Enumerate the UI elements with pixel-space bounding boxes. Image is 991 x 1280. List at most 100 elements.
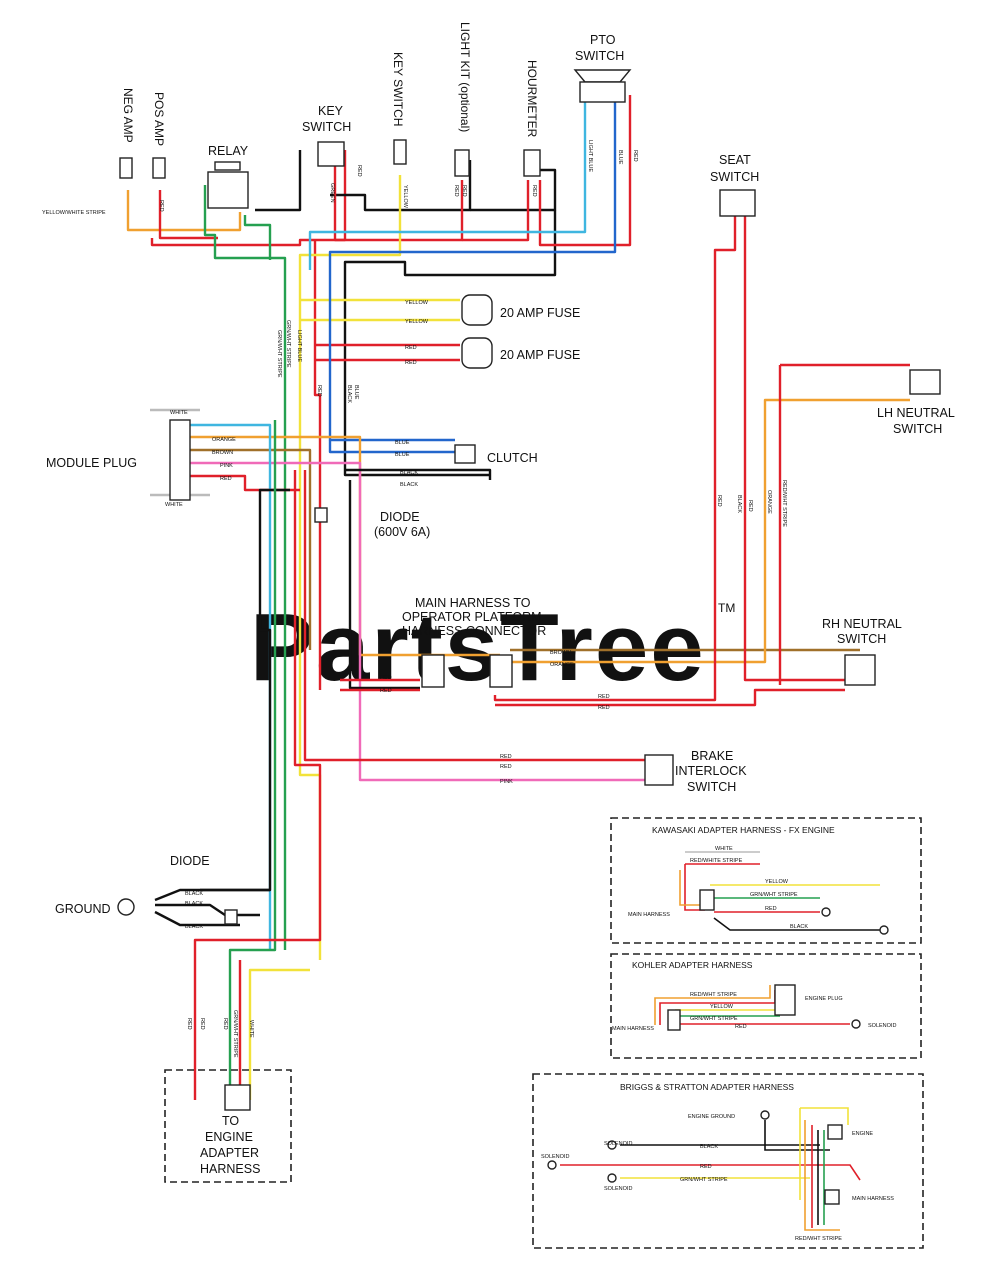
label-lh-neutral-2: SWITCH	[893, 422, 942, 436]
briggs-grn-wht: GRN/WHT STRIPE	[680, 1177, 728, 1183]
wire-label-yellow-key: YELLOW	[402, 185, 408, 209]
label-module-plug: MODULE PLUG	[46, 456, 137, 470]
label-seat-2: SWITCH	[710, 170, 759, 184]
kawasaki-inset: KAWASAKI ADAPTER HARNESS - FX ENGINE MAI…	[628, 825, 889, 935]
rh-neutral-switch-body	[844, 654, 876, 686]
kawasaki-red-white: RED/WHITE STRIPE	[690, 858, 743, 864]
wire-label-black-1: BLACK	[400, 470, 418, 476]
label-key-1: KEY	[318, 104, 344, 118]
kohler-yellow: YELLOW	[710, 1004, 734, 1010]
wire-label-orange-lh: ORANGE	[766, 490, 772, 514]
wire-label-white-1: WHITE	[170, 410, 188, 416]
engine-adapter-connector	[224, 1084, 251, 1111]
kohler-main-harness: MAIN HARNESS	[612, 1026, 654, 1032]
wire-label-red-pos: RED	[158, 200, 164, 212]
wire-label-orange: ORANGE	[212, 437, 236, 443]
label-diode-1: DIODE	[380, 510, 420, 524]
hourmeter-connector	[523, 149, 541, 177]
label-light-kit: LIGHT KIT (optional)	[458, 22, 472, 132]
wire-label-pink: PINK	[220, 463, 233, 469]
briggs-solenoid-a: SOLENOID	[604, 1141, 632, 1147]
key-switch-terminal	[393, 139, 407, 165]
wire-label-black-ground-1: BLACK	[185, 891, 203, 897]
wire-label-red-key: RED	[356, 165, 362, 177]
label-diode-2: (600V 6A)	[374, 525, 430, 539]
briggs-inset-box	[532, 1073, 924, 1249]
label-diode-lower: DIODE	[170, 854, 210, 868]
wire-label-black-2: BLACK	[400, 482, 418, 488]
brake-interlock-switch-body	[644, 754, 674, 786]
light-kit-connector	[454, 149, 470, 177]
pto-switch-cap	[573, 69, 632, 83]
component-labels: NEG AMP POS AMP RELAY KEY SWITCH KEY SWI…	[46, 22, 955, 1176]
kohler-red-wht: RED/WHT STRIPE	[690, 992, 737, 998]
wire-label-red-wht-lh: RED/WHT STRIPE	[781, 480, 787, 527]
neg-amp-terminal	[119, 157, 133, 179]
briggs-engine: ENGINE	[852, 1131, 873, 1137]
label-rh-neutral-1: RH NEUTRAL	[822, 617, 902, 631]
wire-label-brown-platform: BROWN	[550, 650, 571, 656]
wire-label-white-engine: WHITE	[248, 1020, 254, 1038]
wire-labels: YELLOW/WHITE STRIPE YELLOW YELLOW RED RE…	[42, 140, 787, 1058]
wire-label-red-seat-2: RED	[747, 500, 753, 512]
wire-label-red-fuse-1: RED	[405, 345, 417, 351]
label-key-2: SWITCH	[302, 120, 351, 134]
wire-label-red-engine-3: RED	[222, 1018, 228, 1030]
wire-label-orange-platform: ORANGE	[550, 662, 574, 668]
wire-label-blue-1: BLUE	[395, 440, 410, 446]
wire-label-blue-2: BLUE	[395, 452, 410, 458]
briggs-black: BLACK	[700, 1144, 718, 1150]
main-wires	[126, 95, 910, 1100]
ground-ring	[117, 898, 135, 916]
wire-label-light-blue-trunk: LIGHT BLUE	[296, 330, 302, 362]
wire-label-black-seat: BLACK	[736, 495, 742, 513]
label-engine-4: HARNESS	[200, 1162, 260, 1176]
wire-label-white-2: WHITE	[165, 502, 183, 508]
label-pto-2: SWITCH	[575, 49, 624, 63]
label-engine-2: ENGINE	[205, 1130, 253, 1144]
label-lh-neutral-1: LH NEUTRAL	[877, 406, 955, 420]
kawasaki-yellow: YELLOW	[765, 879, 789, 885]
wire-label-red-engine-1: RED	[186, 1018, 192, 1030]
seat-switch-body	[719, 189, 756, 217]
briggs-red-wht: RED/WHT STRIPE	[795, 1236, 842, 1242]
watermark: PartsTree	[250, 594, 706, 701]
briggs-red: RED	[700, 1164, 712, 1170]
kawasaki-red: RED	[765, 906, 777, 912]
label-neg-amp: NEG AMP	[121, 88, 135, 143]
briggs-main-harness: MAIN HARNESS	[852, 1196, 894, 1202]
label-seat-1: SEAT	[719, 153, 751, 167]
wire-label-black-ground-2: BLACK	[185, 901, 203, 907]
briggs-inset: BRIGGS & STRATTON ADAPTER HARNESS ENGINE…	[541, 1082, 894, 1242]
clutch-connector	[454, 444, 476, 464]
wire-label-red-pto: RED	[632, 150, 638, 162]
label-ground: GROUND	[55, 902, 111, 916]
kohler-inset-box	[610, 953, 922, 1059]
kawasaki-inset-box	[610, 817, 922, 944]
wire-label-red-platform-4: RED	[598, 705, 610, 711]
wire-label-light-blue-pto: LIGHT BLUE	[587, 140, 593, 172]
key-switch-body	[317, 141, 345, 167]
platform-connector-b	[489, 654, 513, 688]
label-main-harness-3: HARNESS CONNECTOR	[402, 624, 546, 638]
kohler-title: KOHLER ADAPTER HARNESS	[632, 960, 753, 970]
wire-label-red-hour: RED	[531, 185, 537, 197]
wire-label-red-platform-1: RED	[380, 675, 392, 681]
label-main-harness-2: OPERATOR PLATFORM	[402, 610, 542, 624]
label-brake-3: SWITCH	[687, 780, 736, 794]
kohler-engine-plug: ENGINE PLUG	[805, 996, 843, 1002]
kawasaki-grn-wht: GRN/WHT STRIPE	[750, 892, 798, 898]
label-clutch: CLUTCH	[487, 451, 538, 465]
pos-amp-terminal	[152, 157, 166, 179]
label-pto-1: PTO	[590, 33, 616, 47]
wire-label-red-platform-2: RED	[380, 688, 392, 694]
label-fuse-1: 20 AMP FUSE	[500, 306, 580, 320]
watermark-tm: TM	[718, 601, 735, 615]
wire-label-red-fuse-2: RED	[405, 360, 417, 366]
label-relay: RELAY	[208, 144, 249, 158]
kohler-red: RED	[735, 1024, 747, 1030]
relay-body	[207, 171, 249, 209]
label-brake-1: BRAKE	[691, 749, 733, 763]
engine-adapter-box	[164, 1069, 292, 1183]
